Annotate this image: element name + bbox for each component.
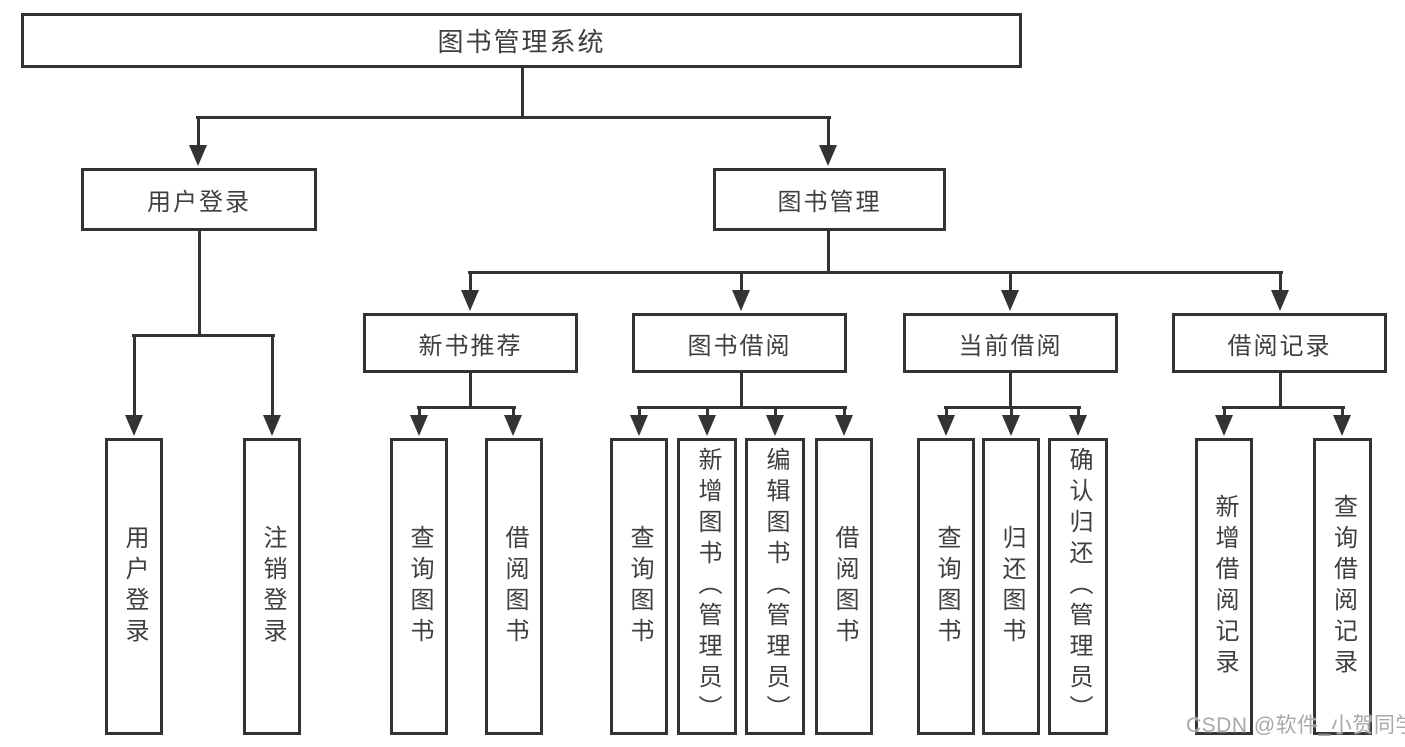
connector-line <box>469 372 472 408</box>
node-user-login: 用户登录 <box>81 168 317 231</box>
arrow-down-icon <box>125 415 143 436</box>
node-book-borrowing: 图书借阅 <box>632 313 847 373</box>
arrow-down-icon <box>1215 415 1233 436</box>
connector-line <box>1009 372 1012 408</box>
connector-line <box>469 272 472 292</box>
connector-line <box>271 335 274 417</box>
node-user-login-action: 用户登录 <box>105 438 163 735</box>
arrow-down-icon <box>835 415 853 436</box>
arrow-down-icon <box>461 290 479 311</box>
connector-line <box>740 272 743 292</box>
arrow-down-icon <box>698 415 716 436</box>
arrow-down-icon <box>732 290 750 311</box>
node-logout-action: 注销登录 <box>243 438 301 735</box>
node-query-borrowing-record: 查询借阅记录 <box>1313 438 1372 735</box>
connector-line <box>1279 272 1282 292</box>
connector-line <box>1223 407 1226 417</box>
connector-line <box>706 407 709 417</box>
connector-line <box>1077 407 1080 417</box>
connector-line <box>418 407 421 417</box>
connector-line <box>1341 407 1344 417</box>
arrow-down-icon <box>819 145 837 166</box>
connector-line <box>1009 272 1012 292</box>
node-borrow-books-borrowing: 借阅图书 <box>815 438 873 735</box>
connector-line <box>843 407 846 417</box>
connector-line <box>521 68 524 117</box>
connector-line <box>196 116 831 119</box>
arrow-down-icon <box>937 415 955 436</box>
connector-line <box>198 231 201 336</box>
arrow-down-icon <box>766 415 784 436</box>
connector-line <box>132 334 275 337</box>
connector-line <box>512 407 515 417</box>
connector-line <box>1010 407 1013 417</box>
connector-line <box>638 407 641 417</box>
arrow-down-icon <box>1069 415 1087 436</box>
arrow-down-icon <box>1333 415 1351 436</box>
node-borrowing-records: 借阅记录 <box>1172 313 1387 373</box>
connector-line <box>945 407 948 417</box>
node-confirm-return-admin: 确认归还（管理员） <box>1048 438 1108 735</box>
arrow-down-icon <box>1271 290 1289 311</box>
connector-line <box>133 335 136 417</box>
arrow-down-icon <box>630 415 648 436</box>
node-query-books-borrowing: 查询图书 <box>610 438 668 735</box>
connector-line <box>827 117 830 147</box>
node-query-books-current: 查询图书 <box>917 438 975 735</box>
arrow-down-icon <box>189 145 207 166</box>
connector-line <box>1222 406 1345 409</box>
connector-line <box>774 407 777 417</box>
arrow-down-icon <box>263 415 281 436</box>
connector-line <box>468 271 1283 274</box>
node-new-book-recommend: 新书推荐 <box>363 313 578 373</box>
connector-line <box>637 406 847 409</box>
node-add-books-admin: 新增图书（管理员） <box>677 438 737 735</box>
node-add-borrowing-record: 新增借阅记录 <box>1195 438 1253 735</box>
node-current-borrowing: 当前借阅 <box>903 313 1118 373</box>
node-edit-books-admin: 编辑图书（管理员） <box>745 438 805 735</box>
node-query-books-recommend: 查询图书 <box>390 438 448 735</box>
connector-line <box>827 231 830 273</box>
node-book-management: 图书管理 <box>713 168 946 231</box>
arrow-down-icon <box>1001 290 1019 311</box>
node-return-books: 归还图书 <box>982 438 1040 735</box>
arrow-down-icon <box>410 415 428 436</box>
connector-line <box>740 372 743 408</box>
connector-line <box>417 406 516 409</box>
node-root: 图书管理系统 <box>21 13 1022 68</box>
csdn-watermark: CSDN @软件_小贺同学 <box>1186 714 1405 737</box>
connector-line <box>1279 372 1282 408</box>
node-borrow-books-recommend: 借阅图书 <box>485 438 543 735</box>
arrow-down-icon <box>504 415 522 436</box>
arrow-down-icon <box>1002 415 1020 436</box>
connector-line <box>197 117 200 147</box>
